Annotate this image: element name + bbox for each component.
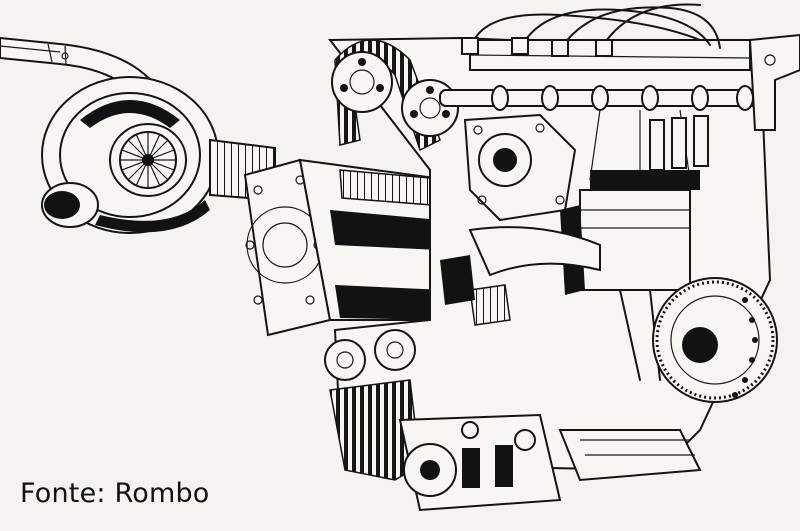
oil-pump	[398, 413, 562, 512]
rear-bracket	[748, 33, 800, 131]
crankshaft-pulleys	[324, 329, 421, 481]
camshaft	[439, 85, 771, 181]
timing-belt	[331, 39, 459, 152]
intake-manifold	[440, 226, 601, 326]
turbine-wheel	[119, 131, 177, 189]
compressor-housing	[243, 158, 462, 337]
oil-sump	[558, 429, 702, 482]
flywheel	[652, 277, 778, 403]
source-caption: Fonte: Rombo	[20, 478, 210, 509]
turbocharger	[41, 76, 219, 234]
ignition-leads	[461, 3, 721, 57]
